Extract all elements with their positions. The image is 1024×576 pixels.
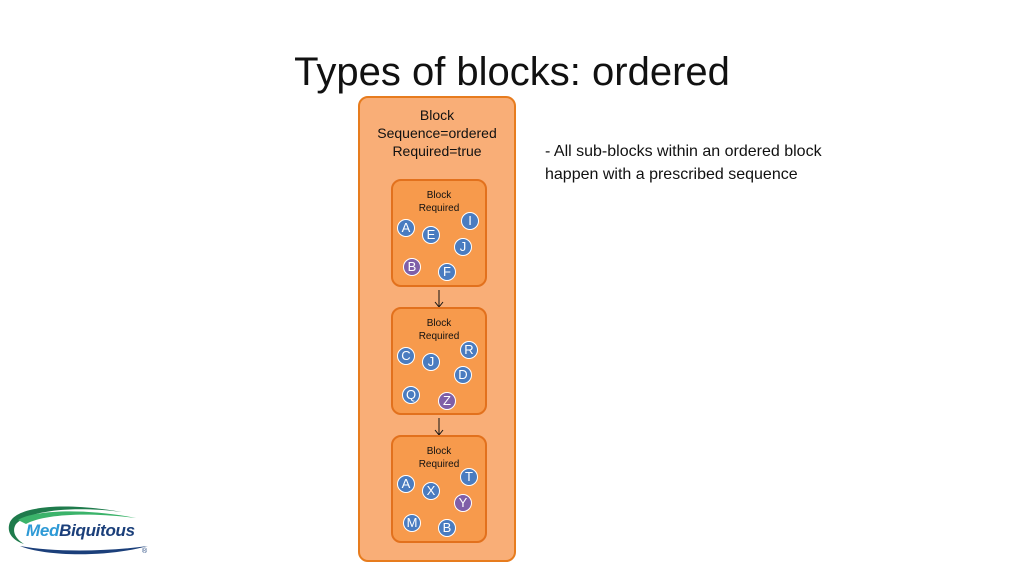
item-circle-f: F bbox=[438, 263, 456, 281]
sub-block-required: Required bbox=[418, 203, 460, 214]
outer-block-label: Block Sequence=ordered Required=true bbox=[360, 106, 514, 160]
outer-ordered-block: Block Sequence=ordered Required=true Blo… bbox=[358, 96, 516, 562]
slide-title: Types of blocks: ordered bbox=[294, 50, 730, 94]
medbiquitous-logo: MedBiquitous ® bbox=[4, 500, 154, 562]
sub-block-name: Block bbox=[426, 190, 452, 201]
sub-block-2: Block Required C J R D Q Z bbox=[391, 307, 487, 415]
logo-biquitous: Biquitous bbox=[59, 521, 135, 540]
item-circle-j: J bbox=[422, 353, 440, 371]
item-circle-m: M bbox=[403, 514, 421, 532]
description-text: - All sub-blocks within an ordered block… bbox=[545, 143, 822, 183]
logo-wordmark: MedBiquitous bbox=[26, 521, 135, 541]
sub-block-name: Block bbox=[426, 446, 452, 457]
item-circle-b: B bbox=[438, 519, 456, 537]
item-circle-b: B bbox=[403, 258, 421, 276]
sub-block-name: Block bbox=[426, 318, 452, 329]
item-circle-a: A bbox=[397, 219, 415, 237]
sequence-arrow bbox=[434, 418, 444, 436]
item-circle-z: Z bbox=[438, 392, 456, 410]
item-circle-y: Y bbox=[454, 494, 472, 512]
sub-block-3: Block Required A X T Y M B bbox=[391, 435, 487, 543]
sub-block-label: Block Required bbox=[393, 189, 485, 215]
logo-med: Med bbox=[26, 521, 60, 540]
logo-swoosh-icon bbox=[8, 506, 148, 555]
sub-block-label: Block Required bbox=[393, 445, 485, 471]
sequence-arrow bbox=[434, 290, 444, 308]
sub-block-1: Block Required A E I J B F bbox=[391, 179, 487, 287]
sub-block-label: Block Required bbox=[393, 317, 485, 343]
item-circle-d: D bbox=[454, 366, 472, 384]
item-circle-c: C bbox=[397, 347, 415, 365]
item-circle-t: T bbox=[460, 468, 478, 486]
registered-mark: ® bbox=[142, 548, 148, 555]
outer-block-name: Block bbox=[419, 107, 455, 123]
item-circle-q: Q bbox=[402, 386, 420, 404]
outer-block-sequence: Sequence=ordered bbox=[377, 125, 497, 141]
item-circle-j: J bbox=[454, 238, 472, 256]
item-circle-i: I bbox=[461, 212, 479, 230]
outer-block-required: Required=true bbox=[392, 143, 482, 159]
item-circle-r: R bbox=[460, 341, 478, 359]
sub-block-required: Required bbox=[418, 331, 460, 342]
item-circle-x: X bbox=[422, 482, 440, 500]
sub-block-required: Required bbox=[418, 459, 460, 470]
item-circle-a: A bbox=[397, 475, 415, 493]
item-circle-e: E bbox=[422, 226, 440, 244]
